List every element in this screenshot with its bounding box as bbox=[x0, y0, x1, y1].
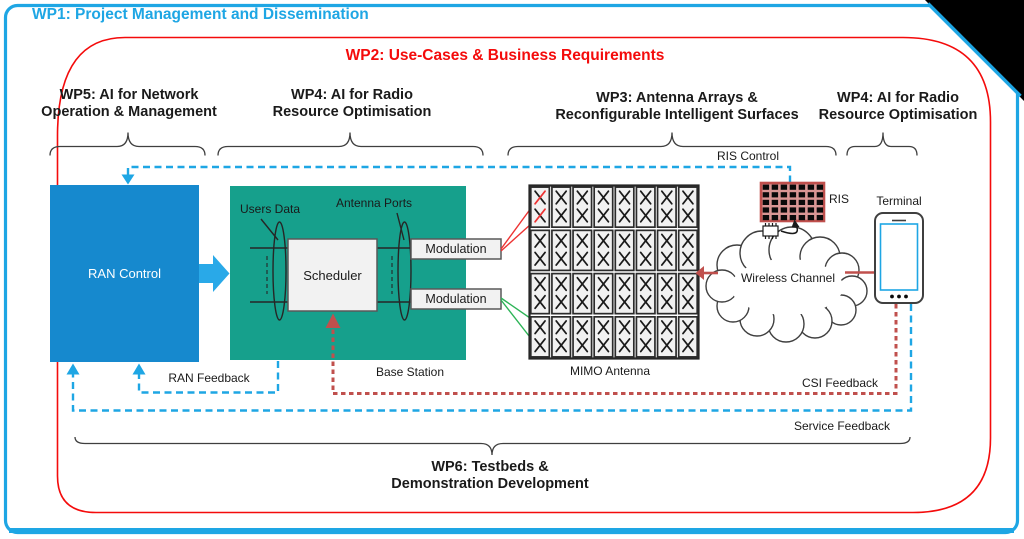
wp2-boundary bbox=[56, 36, 992, 514]
wp3-label: WP3: Antenna Arrays & Reconfigurable Int… bbox=[555, 90, 798, 123]
chip-to-ris-arrowhead bbox=[791, 219, 800, 228]
ran-feedback-link bbox=[137, 361, 280, 394]
mimo-antenna-label: MIMO Antenna bbox=[569, 364, 651, 378]
ran-feedback-label: RAN Feedback bbox=[168, 371, 250, 385]
wp2-title: WP2: Use-Cases & Business Requirements bbox=[345, 47, 665, 64]
wp6-label-line2: Demonstration Development bbox=[391, 475, 589, 492]
wp6-brace bbox=[74, 436, 911, 456]
wp6-label-line1: WP6: Testbeds & bbox=[431, 459, 549, 475]
wireless-channel-label: Wireless Channel bbox=[740, 271, 836, 285]
wp4-left-brace bbox=[217, 132, 484, 156]
csi-feedback-link bbox=[331, 304, 898, 395]
wp4-right-brace bbox=[846, 132, 918, 156]
scheduler-box bbox=[287, 238, 378, 312]
users-data-pointer bbox=[260, 218, 279, 241]
ris-panel-cells bbox=[762, 184, 824, 221]
service-feedback-label: Service Feedback bbox=[793, 419, 891, 433]
wp3-label-line1: WP3: Antenna Arrays & bbox=[596, 90, 758, 106]
csi-feedback-label: CSI Feedback bbox=[801, 376, 879, 390]
mimo-array-grid bbox=[529, 186, 699, 358]
ris-control-arrowhead bbox=[121, 174, 135, 185]
users-data-label: Users Data bbox=[240, 202, 301, 216]
ran-control-box bbox=[50, 185, 199, 362]
ran-control-label: RAN Control bbox=[88, 266, 161, 281]
wp1-title: WP1: Project Management and Disseminatio… bbox=[32, 6, 369, 23]
antenna-ports-pointer bbox=[396, 212, 405, 241]
ran-to-bs-arrow bbox=[199, 255, 230, 292]
base-station-label: Base Station bbox=[375, 365, 445, 379]
modulation2-box bbox=[410, 288, 502, 310]
modulation2-label: Modulation bbox=[425, 292, 487, 306]
wp4-right-label-line2: Resource Optimisation bbox=[818, 106, 978, 123]
terminal-label: Terminal bbox=[876, 194, 922, 208]
wp5-brace bbox=[49, 132, 206, 156]
ran-feedback-arrowhead bbox=[132, 363, 146, 375]
ris-label: RIS bbox=[829, 192, 850, 206]
antenna-ports-ellipse bbox=[397, 221, 412, 321]
wp4-right-label-line1: WP4: AI for Radio bbox=[837, 90, 959, 106]
channel-to-mimo-arrowhead bbox=[695, 266, 704, 280]
service-feedback-arrowhead bbox=[66, 363, 80, 375]
ris-control-link bbox=[126, 165, 792, 182]
modulation1-label: Modulation bbox=[425, 242, 487, 256]
wp3-label-line2: Reconfigurable Intelligent Surfaces bbox=[555, 106, 799, 123]
scheduler-label: Scheduler bbox=[303, 267, 362, 283]
corner-fold-edge bbox=[926, 2, 1022, 98]
antenna-ports-label: Antenna Ports bbox=[336, 196, 413, 210]
users-data-ellipse bbox=[272, 221, 287, 321]
wp5-label: WP5: AI for Network Operation & Manageme… bbox=[41, 87, 217, 120]
wp4-left-label-line1: WP4: AI for Radio bbox=[291, 87, 413, 103]
wp5-label-line2: Operation & Management bbox=[41, 103, 217, 120]
csi-feedback-arrowhead bbox=[325, 313, 341, 328]
terminal-phone-icon bbox=[874, 212, 924, 304]
wp5-label-line1: WP5: AI for Network bbox=[59, 87, 199, 103]
controller-chip-icon bbox=[762, 223, 779, 239]
wp3-brace bbox=[507, 132, 837, 156]
ris-control-label: RIS Control bbox=[716, 149, 780, 163]
wp4-right-label: WP4: AI for Radio Resource Optimisation bbox=[819, 90, 978, 123]
wp6-label: WP6: Testbeds & Demonstration Developmen… bbox=[391, 459, 588, 492]
wp4-left-label-line2: Resource Optimisation bbox=[272, 103, 432, 120]
wp4-left-label: WP4: AI for Radio Resource Optimisation bbox=[273, 87, 432, 120]
